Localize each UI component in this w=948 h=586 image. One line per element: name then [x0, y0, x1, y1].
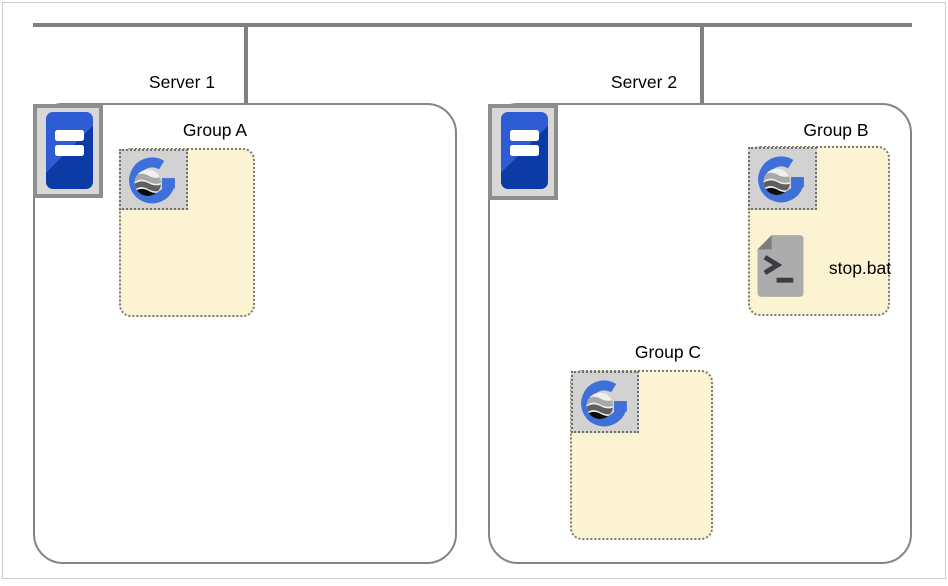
g-globe-logo-icon: [577, 376, 634, 429]
group-a-app-tile: [119, 149, 188, 210]
server-tower-icon: [501, 112, 548, 189]
group-c-app-tile: [571, 371, 639, 433]
server1-icon-tile: [33, 104, 103, 198]
group-b-label: Group B: [803, 120, 869, 140]
server1-connector-line: [244, 23, 248, 104]
server-tower-icon: [46, 112, 93, 189]
group-b-app-tile: [748, 147, 817, 210]
g-globe-logo-icon: [754, 152, 811, 205]
g-globe-logo-icon: [125, 153, 182, 206]
server2-label: Server 2: [610, 72, 678, 92]
group-a-label: Group A: [182, 120, 248, 140]
script-file-label: stop.bat: [828, 258, 892, 278]
group-c-label: Group C: [634, 342, 702, 362]
server2-icon-tile: [488, 104, 558, 200]
server-drive-slot: [55, 145, 84, 156]
server1-label: Server 1: [148, 72, 216, 92]
server-drive-slot: [510, 145, 539, 156]
server-drive-slot: [510, 130, 539, 141]
server2-connector-line: [700, 23, 704, 104]
network-bus-line: [33, 23, 912, 27]
server-drive-slot: [55, 130, 84, 141]
